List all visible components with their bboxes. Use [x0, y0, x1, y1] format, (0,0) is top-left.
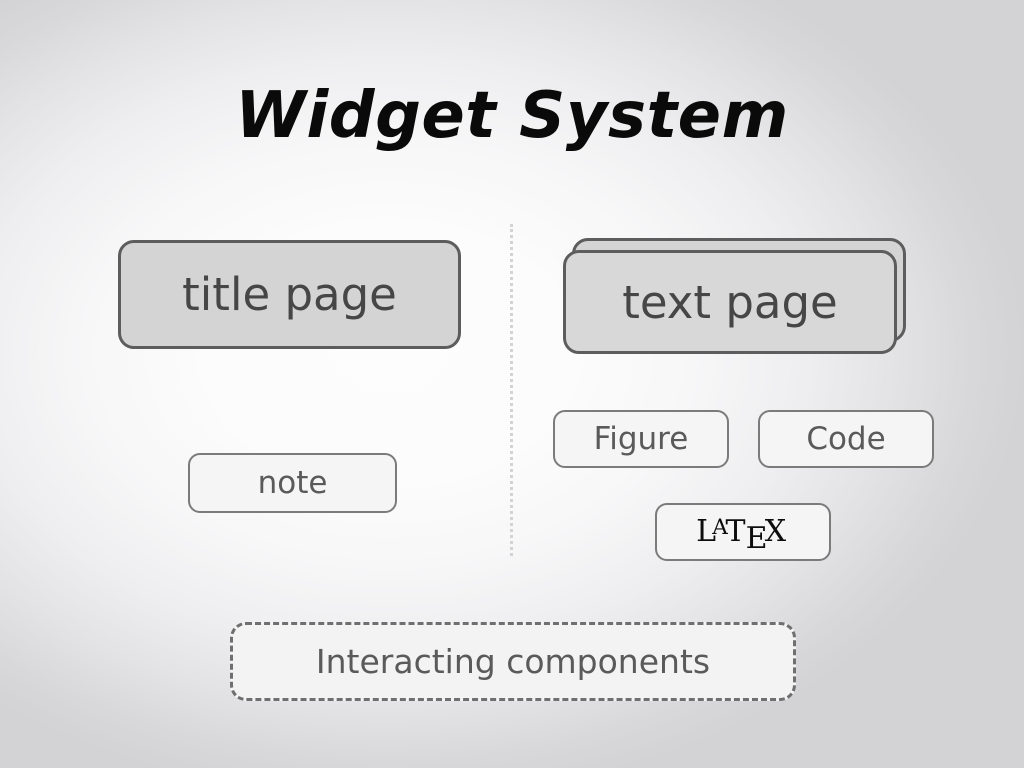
latex-node[interactable]: LATEX	[655, 503, 831, 561]
latex-logo-t: T	[725, 514, 745, 549]
latex-logo-a: A	[712, 514, 728, 540]
latex-logo: LATEX	[696, 514, 790, 554]
vertical-dotted-divider	[510, 224, 513, 556]
text-page-stack[interactable]: text page	[563, 238, 908, 354]
interacting-components-group[interactable]: Interacting components	[230, 622, 796, 701]
title-page-node[interactable]: title page	[118, 240, 461, 349]
note-node[interactable]: note	[188, 453, 397, 513]
page-title: Widget System	[235, 79, 789, 153]
latex-logo-x: X	[764, 514, 786, 549]
text-page-node[interactable]: text page	[563, 250, 897, 354]
latex-logo-e: E	[745, 520, 768, 556]
latex-logo-l: L	[696, 514, 716, 549]
figure-node[interactable]: Figure	[553, 410, 729, 468]
code-node[interactable]: Code	[758, 410, 934, 468]
